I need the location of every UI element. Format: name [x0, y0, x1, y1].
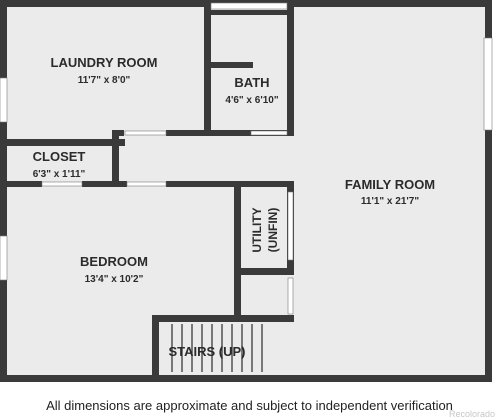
wall-closet-right	[112, 130, 119, 186]
closet-dims: 6'3" x 1'11"	[33, 169, 86, 180]
laundry-room-dims: 11'7" x 8'0"	[78, 75, 131, 86]
closet-name: CLOSET	[33, 149, 86, 164]
family-room-name: FAMILY ROOM	[345, 177, 435, 192]
wall-laundry-bottom	[0, 139, 125, 146]
wall-bedroom-top-left	[0, 181, 42, 187]
window-family-right	[483, 37, 493, 131]
windows	[0, 2, 493, 315]
wall-stairs-top	[152, 315, 294, 322]
wall-utility-bottom	[241, 268, 294, 275]
opening-lower-right	[287, 277, 294, 315]
wall-bedroom-top-right	[166, 181, 294, 187]
wall-utility-left	[234, 186, 241, 322]
watermark-text: Recolorado	[448, 409, 495, 419]
opening-laundry-bottom	[124, 130, 167, 136]
wall-bath-stub	[211, 62, 253, 68]
laundry-room-name: LAUNDRY ROOM	[51, 55, 158, 70]
disclaimer-text: All dimensions are approximate and subje…	[46, 398, 453, 413]
utility-name: UTILITY	[250, 207, 264, 252]
opening-bedroom-top-a	[41, 181, 83, 187]
wall-bedroom-top-mid	[82, 181, 127, 187]
stair-treads	[171, 324, 263, 372]
wall-bath-top	[211, 10, 287, 15]
window-laundry-left	[0, 77, 8, 123]
bath-name: BATH	[234, 75, 269, 90]
opening-utility-right	[287, 191, 294, 261]
opening-bath-bottom	[250, 130, 288, 136]
bedroom-name: BEDROOM	[80, 254, 148, 269]
wall-bath-right	[287, 4, 294, 136]
utility-label-group: UTILITY (UNFIN)	[250, 207, 280, 252]
family-room-dims: 11'1" x 21'7"	[361, 196, 419, 207]
window-bedroom-left	[0, 235, 8, 281]
stairs-label: STAIRS (UP)	[168, 344, 245, 359]
interior-walls	[0, 4, 294, 380]
utility-note: (UNFIN)	[266, 208, 280, 253]
window-bath-top	[210, 2, 288, 10]
bedroom-dims: 13'4" x 10'2"	[85, 274, 144, 285]
wall-bath-left	[204, 4, 211, 136]
bath-dims: 4'6" x 6'10"	[225, 95, 278, 106]
wall-stairs-left	[152, 315, 159, 380]
wall-laundry-bottom-right	[166, 130, 294, 136]
opening-bedroom-top-b	[126, 181, 167, 187]
floor-plan: LAUNDRY ROOM 11'7" x 8'0" BATH 4'6" x 6'…	[0, 0, 493, 382]
